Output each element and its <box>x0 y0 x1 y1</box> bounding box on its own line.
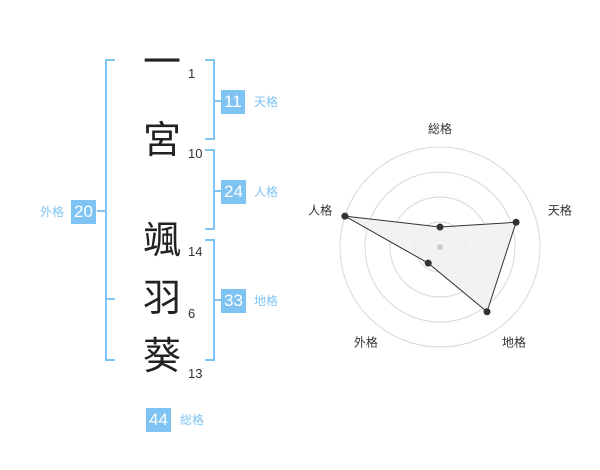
radar-grid-ring-3 <box>364 171 516 323</box>
name-kanji-1: 一 <box>142 40 181 84</box>
stroke-count-4: 6 <box>188 306 196 321</box>
name-kanji-3: 颯 <box>142 218 181 262</box>
radar-point-3 <box>483 308 491 316</box>
stroke-count-1: 1 <box>188 66 196 81</box>
radar-axis-label-2: 天格 <box>548 203 572 218</box>
chikaku-badge: 33 <box>221 289 246 313</box>
tenkaku-label: 天格 <box>254 95 279 109</box>
radar-point-4 <box>424 259 432 267</box>
stroke-count-5: 13 <box>188 366 203 381</box>
stroke-count-3: 14 <box>188 244 203 259</box>
radar-point-5 <box>341 212 349 220</box>
soukaku-label: 総格 <box>180 413 205 427</box>
chikaku-label: 地格 <box>254 294 279 308</box>
soukaku-badge: 44 <box>146 408 171 432</box>
name-kanji-2: 宮 <box>142 118 181 162</box>
gaikaku-badge: 20 <box>71 200 96 224</box>
radar-point-2 <box>512 218 520 226</box>
name-kanji-4: 羽 <box>142 276 181 320</box>
radar-axis-label-5: 人格 <box>308 203 332 218</box>
name-kanji-5: 葵 <box>142 334 181 378</box>
radar-axis-label-3: 地格 <box>502 334 526 349</box>
radar-center-dot <box>437 244 443 250</box>
radar-grid-ring-4 <box>339 146 541 348</box>
gaikaku-label: 外格 <box>40 205 65 219</box>
radar-axis-label-1: 総格 <box>428 121 452 136</box>
jinkaku-badge: 24 <box>221 180 246 204</box>
radar-point-1 <box>436 223 444 231</box>
stroke-count-2: 10 <box>188 146 203 161</box>
tenkaku-badge: 11 <box>221 90 245 114</box>
jinkaku-label: 人格 <box>254 185 279 199</box>
radar-axis-label-4: 外格 <box>354 334 378 349</box>
